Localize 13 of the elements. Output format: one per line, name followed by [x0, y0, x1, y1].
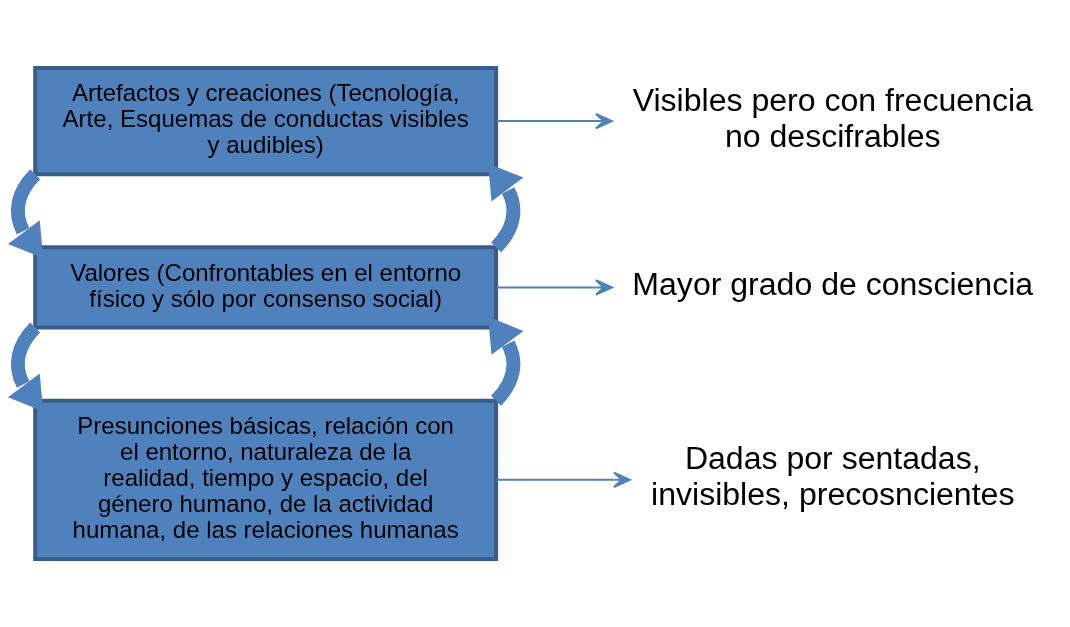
arrow	[495, 112, 613, 130]
arrow	[8, 169, 44, 259]
node-text: Visibles pero con frecuencia no descifrables	[632, 81, 1033, 154]
node-box: Presunciones básicas, relación con el entorno, naturaleza de la realidad, tiempo y espacio, del género humano, de la actividad humana, de las relaciones humanas	[33, 398, 499, 561]
node-text: Mayor grado de consciencia	[632, 266, 1034, 303]
node-box: Artefactos y creaciones (Tecnología, Arte, Esquemas de conductas visibles y audibles)	[33, 66, 499, 177]
arrow	[8, 322, 44, 412]
arrow	[488, 316, 524, 406]
node-text: Dadas por sentadas, invisibles, precosncientes	[651, 440, 1015, 513]
node-box: Valores (Confrontables en el entorno físico y sólo por consenso social)	[33, 245, 499, 330]
arrow	[488, 163, 524, 253]
arrow	[495, 279, 613, 296]
arrow	[495, 471, 631, 489]
